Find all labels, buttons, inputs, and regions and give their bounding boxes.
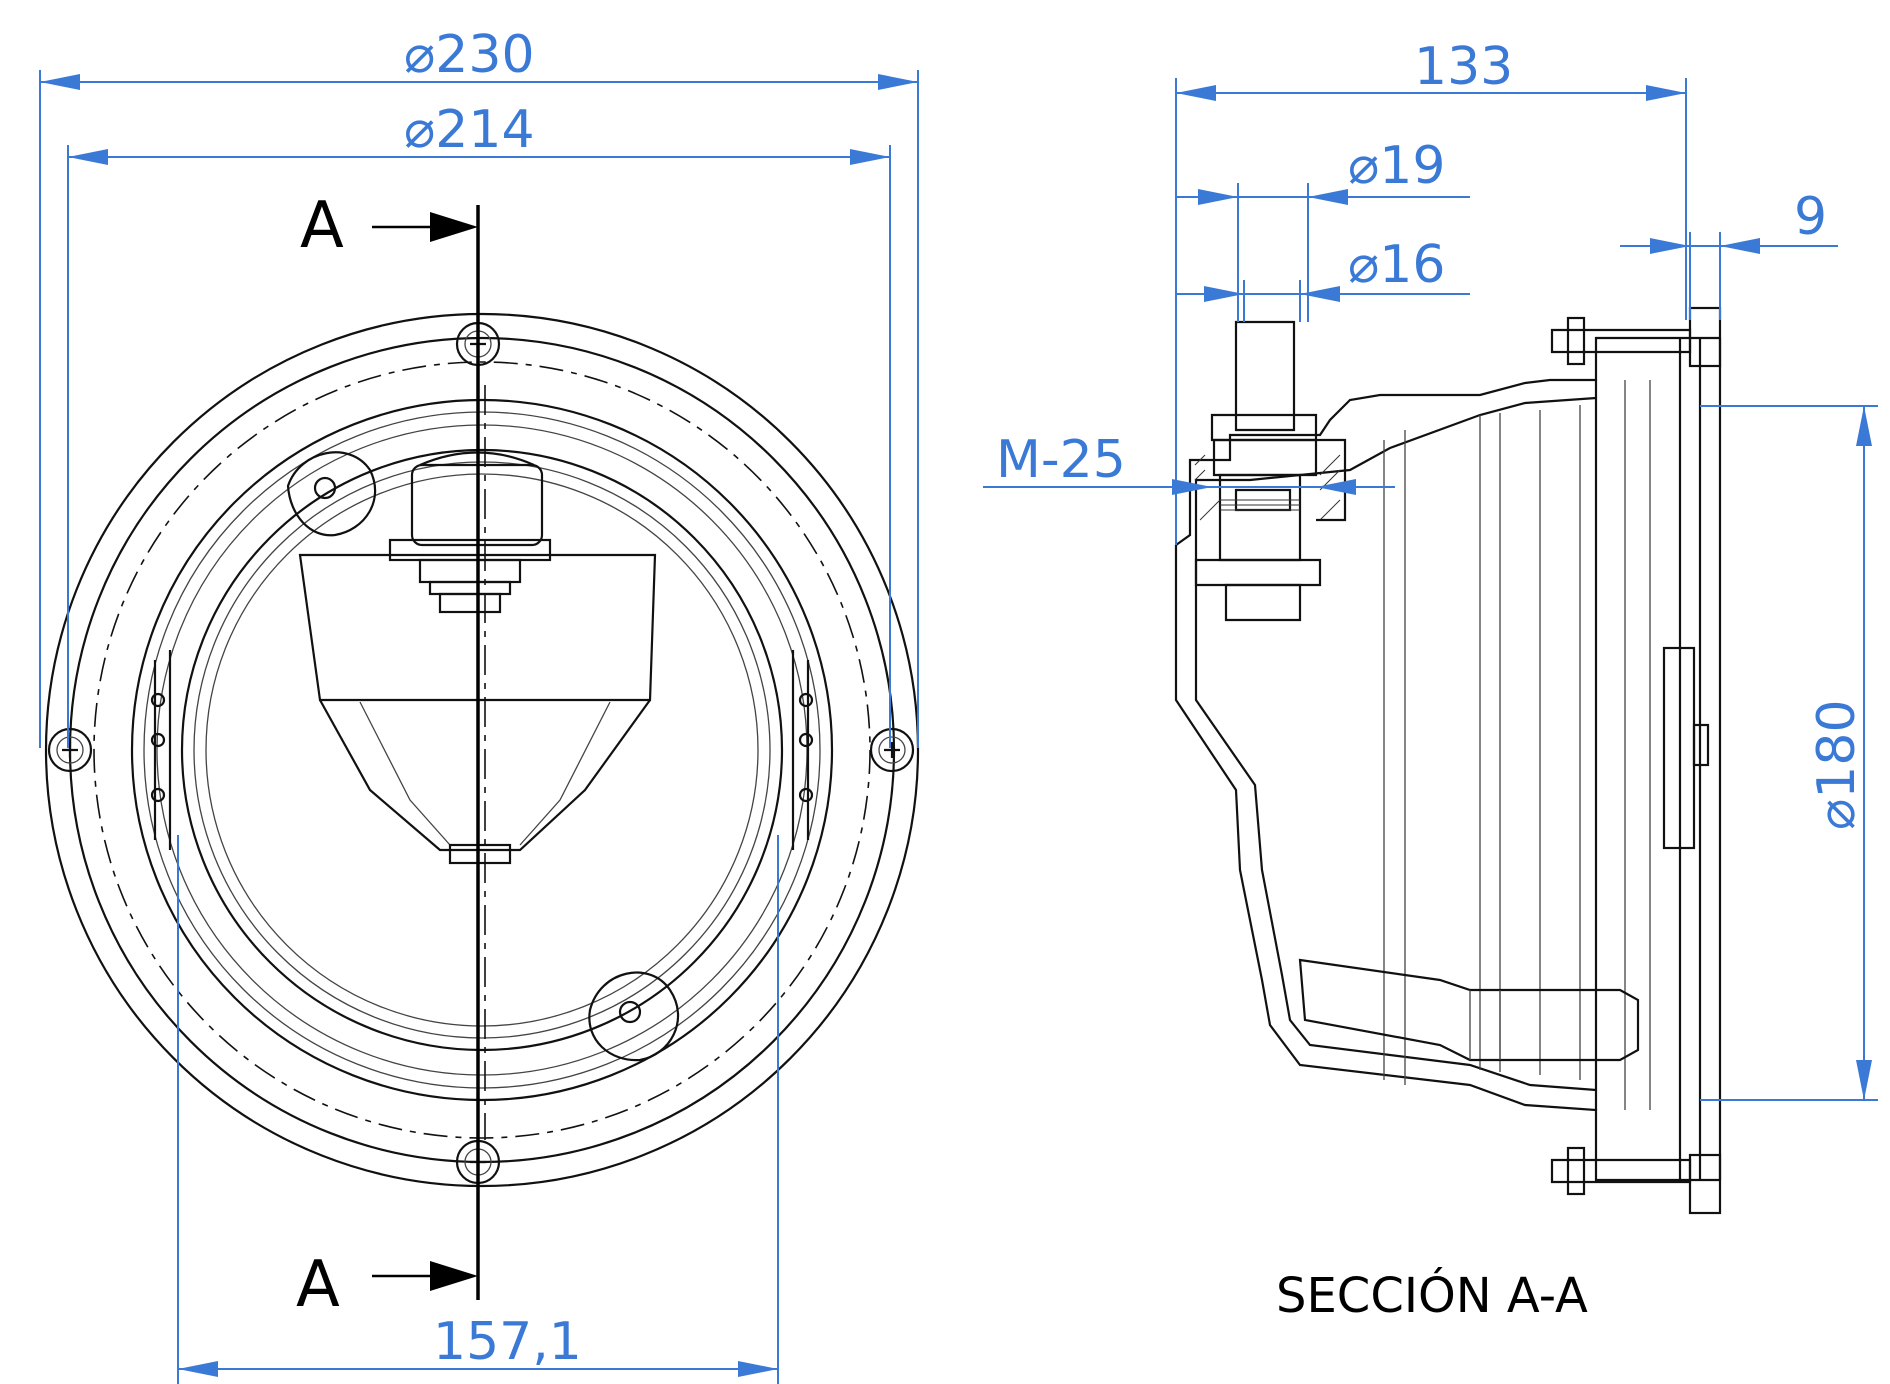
clip-bottom-right: [588, 971, 680, 1062]
dimension-d19: ⌀19: [1175, 136, 1470, 322]
dimension-d214: ⌀214: [67, 100, 891, 748]
dimension-label: ⌀214: [404, 100, 535, 160]
top-fitting: [1194, 320, 1347, 622]
dimension-label: ⌀180: [1807, 699, 1867, 830]
section-title: SECCIÓN A-A: [1276, 1267, 1588, 1324]
dimension-label: ⌀19: [1348, 136, 1445, 196]
dimension-d230: ⌀230: [39, 25, 919, 748]
front-view: A A: [44, 189, 920, 1322]
dimension-label: ⌀16: [1348, 235, 1445, 295]
section-view: [1174, 306, 1722, 1215]
dimension-label: 9: [1794, 187, 1827, 247]
dimension-label: 157,1: [433, 1312, 582, 1372]
dimension-133: 133: [1175, 37, 1687, 545]
dimension-m25: M-25: [983, 430, 1395, 495]
section-label-top: A: [300, 189, 344, 263]
dimension-label: 133: [1414, 37, 1513, 97]
dimension-label: ⌀230: [404, 25, 535, 85]
dimension-d16: ⌀16: [1175, 235, 1470, 322]
screw-left: [47, 727, 93, 773]
dimension-9: 9: [1620, 187, 1838, 320]
clip-top-left: [286, 451, 377, 537]
screw-right: [869, 727, 915, 773]
dimension-d180: ⌀180: [1700, 405, 1878, 1101]
dimension-157: 157,1: [177, 835, 779, 1384]
dimension-label: M-25: [996, 430, 1126, 490]
section-label-bottom: A: [296, 1248, 340, 1322]
